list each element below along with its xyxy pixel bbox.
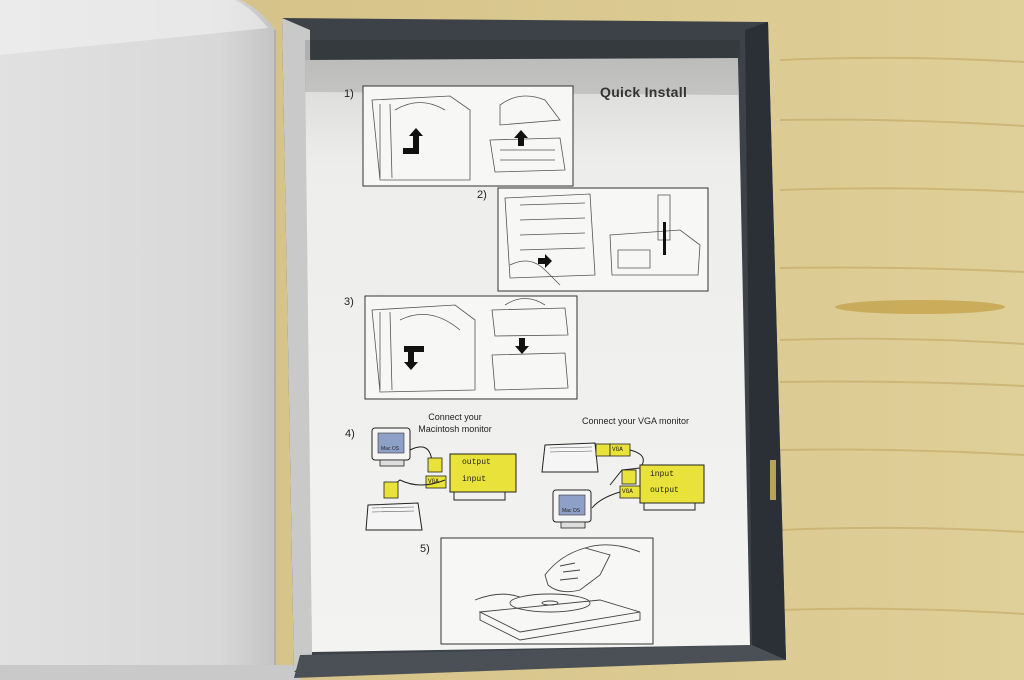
step2-drawing [504,193,701,286]
lid-fold-shadow [0,0,268,55]
box-lid [0,0,275,665]
right-vga-label: VGA [622,488,633,495]
step3-arrow-left [404,346,424,370]
lid-bottom-edge [0,665,300,680]
vga-monitor-caption: Connect your VGA monitor [582,416,690,426]
vga-screen-text: Mac OS [562,508,581,514]
mac-setup [365,427,517,531]
mac-caption-line1: Connect your [428,412,482,422]
step3-number: 3) [344,296,354,308]
step1-number: 1) [344,88,354,100]
left-card-input: input [462,475,487,484]
mac-screen-text: Mac OS [381,446,400,452]
graphics-card-left [449,453,517,493]
vga-adapter-top-small [595,443,611,457]
step1-drawing [371,95,566,181]
box-right-wall [745,22,786,660]
step5-drawing [474,544,641,641]
right-card-input: input [650,470,675,479]
step2-number: 2) [477,189,487,201]
step1-panel [362,85,574,187]
top-vga-label: VGA [612,446,623,453]
mac-monitor-caption: Connect your Macintosh monitor [414,411,496,435]
wood-knot [835,300,1005,314]
graphics-card-right [639,464,705,504]
step3-arrow-right [515,338,529,354]
box-bottom-wall [294,645,786,678]
mac-adapter-small [383,481,399,499]
step2-arrow-left [538,254,552,268]
box-sticker [770,460,776,500]
step1-arrow-right [514,130,528,146]
vga-monitor-stand [560,521,586,529]
step5-panel [440,537,654,645]
vga-monitor-screen [558,494,586,516]
step2-arrow-down [663,222,666,255]
step2-panel [497,187,709,292]
step3-panel [364,295,578,400]
mac-adapter [427,457,443,473]
right-card-output: output [650,486,679,495]
step1-arrow-left [403,128,423,154]
left-vga-label: VGA [428,478,439,485]
mac-cpu [365,502,423,531]
box-left-wall [282,18,312,672]
wood-grain [779,56,1024,615]
vga-setup [541,442,705,529]
sheet-title: Quick Install [600,84,688,100]
vga-adapter-left [425,475,447,489]
mac-caption-line2: Macintosh monitor [418,424,492,434]
step3-drawing [371,298,569,393]
sheet-top-shadow [305,40,740,95]
left-card-output: output [462,458,491,467]
vga-cpu [541,442,599,473]
mac-monitor-screen [377,432,405,454]
step4-number: 4) [345,428,355,440]
step5-number: 5) [420,543,430,555]
mac-adapter-right [621,469,637,485]
mac-monitor-stand [379,459,405,467]
